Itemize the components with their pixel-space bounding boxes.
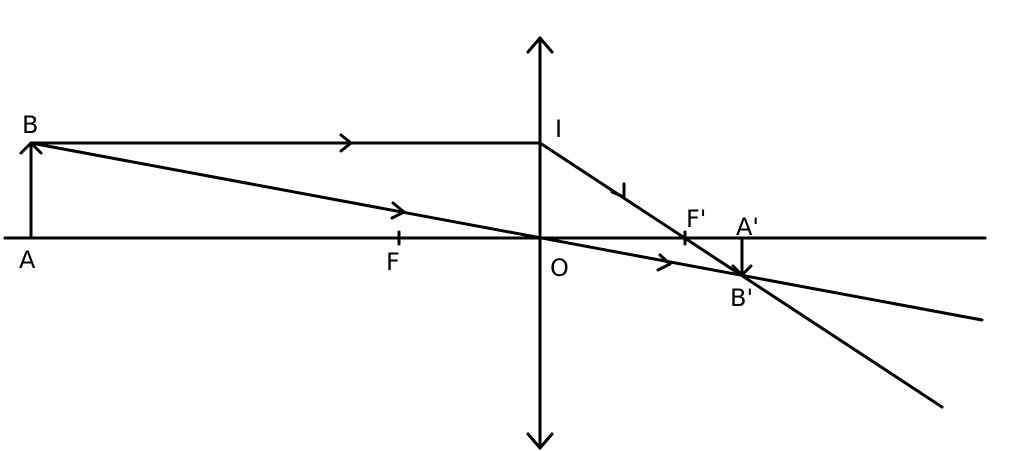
- label-i: I: [555, 115, 562, 143]
- label-f-prime: F': [686, 205, 706, 233]
- label-a: A: [19, 246, 36, 274]
- ray-through-center: [29, 141, 984, 322]
- ray-parallel-direction-arrow: [339, 133, 353, 153]
- label-b-prime: B': [730, 284, 753, 312]
- ray-center-emergent-direction-arrow: [656, 253, 672, 272]
- image-arrowhead: [731, 264, 753, 277]
- label-b: B: [22, 111, 38, 139]
- ray-center-incident-direction-arrow: [390, 201, 406, 220]
- lens-bottom-arrowhead: [526, 432, 554, 450]
- ray-refracted-direction-arrow: [610, 182, 626, 199]
- lens-top-arrowhead: [526, 36, 554, 54]
- label-a-prime: A': [736, 213, 759, 241]
- label-o: O: [550, 254, 569, 282]
- label-f: F: [386, 248, 400, 276]
